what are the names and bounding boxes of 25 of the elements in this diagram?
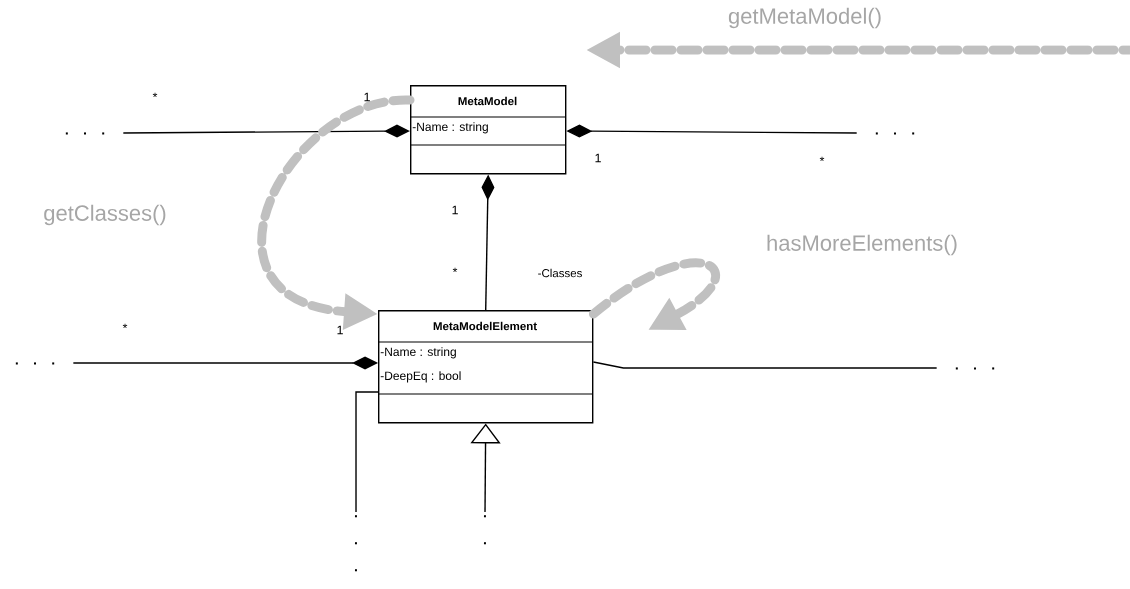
multiplicity-label: 1: [364, 92, 370, 102]
method-label: getMetaModel(): [728, 7, 881, 29]
multiplicity-label: *: [152, 92, 158, 98]
ellipsis: . . .: [875, 132, 915, 135]
ellipsis: . . .: [65, 132, 105, 135]
composition-line: [122, 124, 410, 138]
edge-label: -Classes: [536, 267, 584, 279]
multiplicity-label: 1: [452, 205, 458, 215]
multiplicity-label: *: [819, 156, 825, 162]
multiplicity-label: 1: [337, 325, 343, 335]
call-arrow: [588, 258, 721, 331]
edge-label: getClasses(): [42, 203, 168, 227]
ellipsis: . . .: [354, 515, 357, 572]
ellipsis: . . .: [15, 362, 55, 365]
class-box: MetaModel -Name : string: [409, 85, 567, 175]
class-box: MetaModelElement -Name : string -DeepEq : bool: [377, 310, 594, 424]
composition-line: [72, 356, 378, 370]
multiplicity-label: *: [452, 267, 458, 273]
ellipsis: . . .: [955, 367, 995, 370]
multiplicity-label: *: [122, 323, 128, 329]
ellipsis: . .: [483, 515, 486, 545]
multiplicity-label: 1: [595, 153, 601, 163]
association-line: [592, 361, 938, 369]
edge-label: hasMoreElements(): [765, 233, 959, 257]
association-line: [355, 391, 379, 513]
